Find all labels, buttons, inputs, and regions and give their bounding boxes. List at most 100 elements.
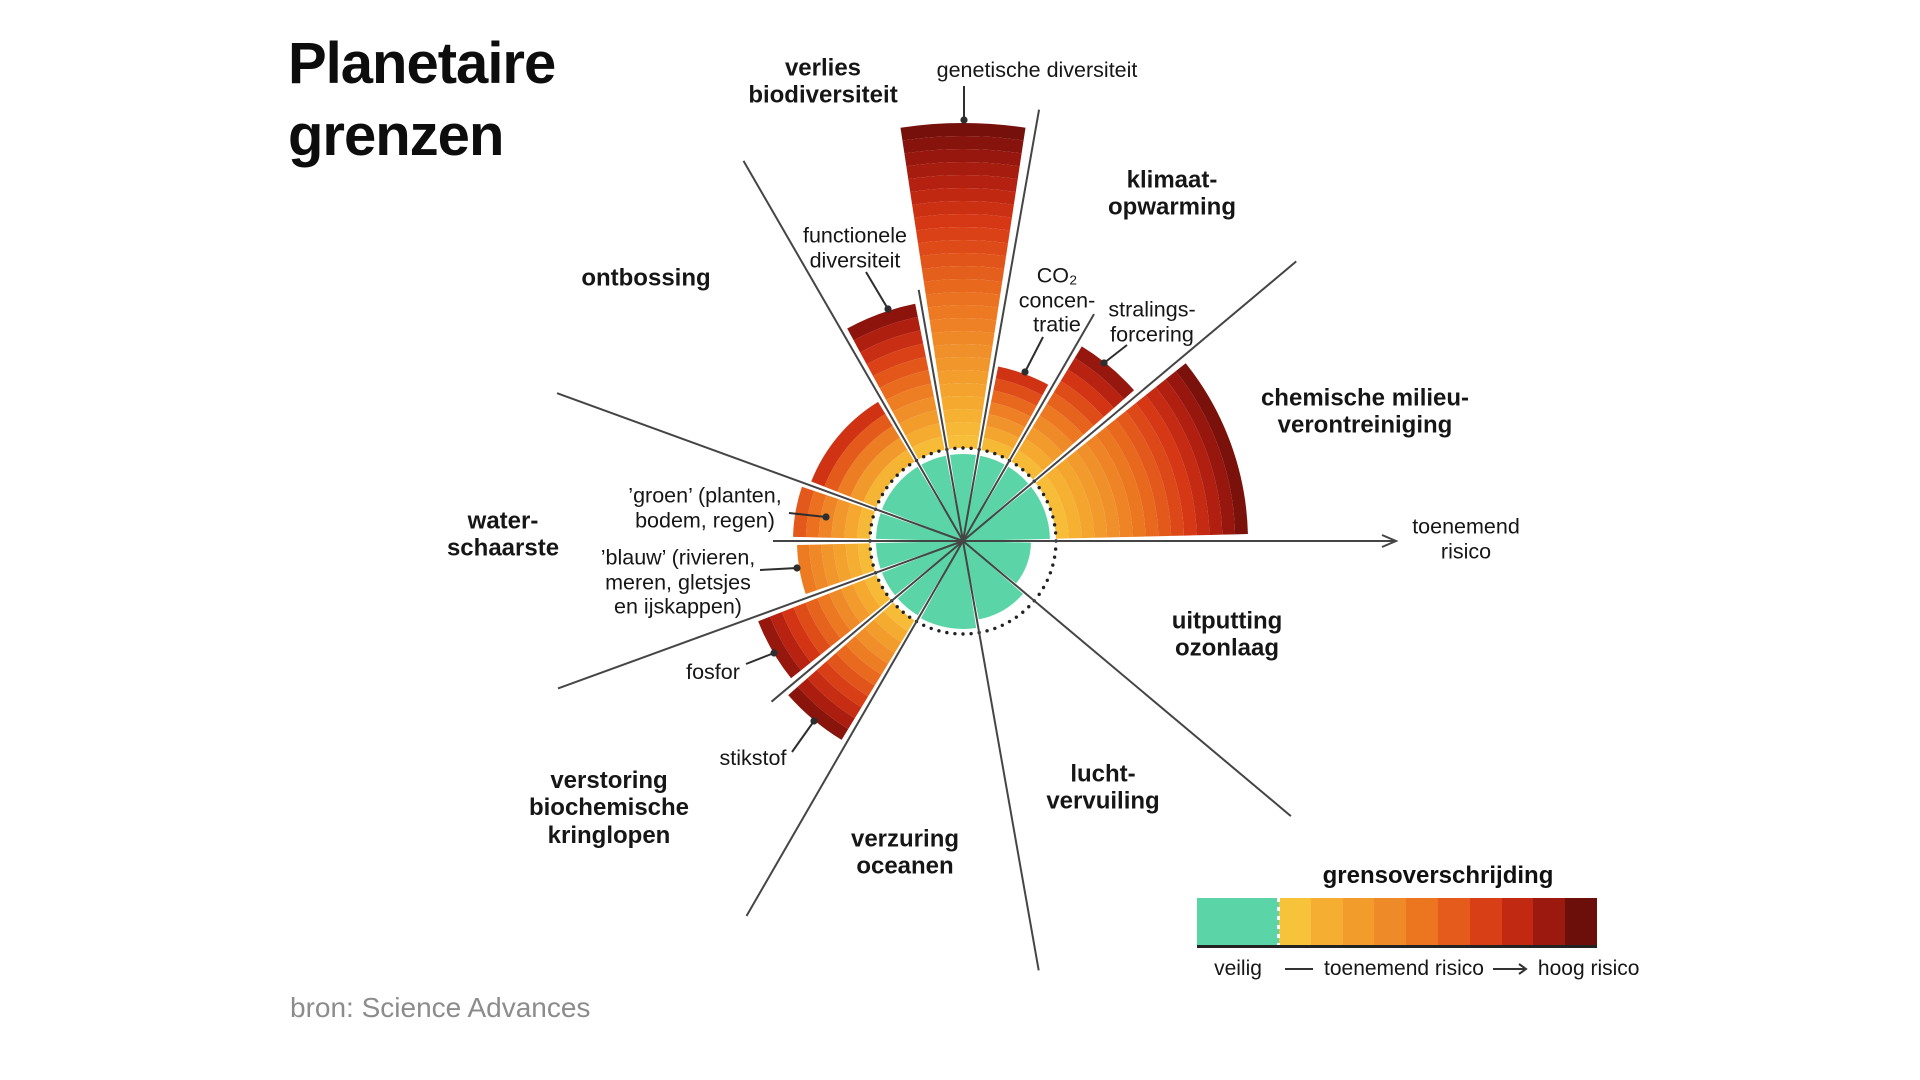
safe-boundary-dot [1051, 563, 1055, 567]
guide-line-80 [962, 109, 1041, 542]
safe-boundary-dot [1014, 615, 1019, 619]
wedge-band-genetische-diversiteit [925, 292, 1001, 308]
safe-boundary-dot [877, 499, 881, 504]
legend-ramp-cell [1469, 898, 1502, 945]
wedge-band-blauw-water [833, 543, 852, 583]
wedge-band-fosfor [781, 607, 821, 663]
safe-boundary-dot [895, 605, 899, 609]
wedge-band-functionele-diversiteit [892, 396, 937, 424]
guide-line-60 [962, 313, 1095, 542]
legend-ramp-cell [1310, 898, 1343, 945]
wedge-band-chemische-milieuverontreiniging [1095, 427, 1146, 537]
safe-boundary-dot [869, 523, 874, 527]
legend-mid-label: toenemend risico [1324, 957, 1484, 980]
pointer-line-stralingsforcering [1103, 344, 1128, 364]
safe-boundary-dot [1051, 515, 1055, 519]
safe-boundary-dot [885, 485, 889, 490]
wedge-band-fosfor [805, 598, 841, 647]
safe-boundary-dot [1041, 585, 1046, 590]
wedge-band-stralingsforcering [1060, 369, 1114, 418]
page-title-line2: grenzen [288, 102, 504, 168]
safe-boundary-dot [985, 449, 989, 453]
wedge-band-genetische-diversiteit [917, 240, 1009, 257]
wedge-band-stikstof [855, 627, 895, 664]
wedge-band-genetische-diversiteit [910, 188, 1016, 205]
wedge-band-stralingsforcering [1053, 380, 1104, 426]
wedge-band-genetische-diversiteit [923, 278, 1003, 295]
pointer-dot-co2-concentratie [1021, 368, 1029, 376]
wedge-band-fosfor [840, 584, 871, 623]
safe-boundary-dot [937, 449, 941, 453]
safe-boundary-dot [1037, 592, 1041, 597]
wedge-band-functionele-diversiteit [905, 423, 942, 448]
wedge-band-fosfor [758, 616, 801, 679]
teal-wedge-stralingsforcering [963, 466, 1029, 541]
wedge-band-stikstof [835, 644, 882, 686]
wedge-band-groen-water [793, 486, 815, 538]
pointer-dot-fosfor [770, 649, 778, 657]
safe-boundary-dot [1014, 463, 1019, 467]
guide-line-200 [557, 540, 964, 690]
wedge-band-chemische-milieuverontreiniging [1175, 363, 1248, 535]
legend-safe-label: veilig [1214, 957, 1262, 980]
legend-ramp-cell [1342, 898, 1375, 945]
safe-boundary-dot [1021, 610, 1025, 614]
teal-wedge-stikstof [897, 541, 963, 616]
label-functionele-diversiteit: functionele diversiteit [803, 223, 907, 273]
label-klimaat-opwarming: klimaat- opwarming [1107, 166, 1237, 221]
safe-boundary-dot [868, 531, 873, 535]
wedge-band-functionele-diversiteit [853, 317, 921, 353]
pointer-dot-groen-water [822, 513, 830, 521]
safe-boundary-dot [993, 626, 997, 631]
wedge-band-genetische-diversiteit [904, 149, 1022, 167]
wedge-band-blauw-water [857, 543, 875, 575]
wedge-band-genetische-diversiteit [941, 396, 985, 411]
safe-boundary-dot [985, 629, 989, 633]
arrow-right-icon [1492, 963, 1528, 975]
wedge-band-stralingsforcering [1011, 450, 1043, 480]
wedge-band-stralingsforcering [1039, 404, 1084, 444]
safe-boundary-dot [1027, 605, 1031, 609]
page-title-line1: Planetaire [288, 31, 556, 96]
safe-boundary-dot [953, 631, 957, 636]
label-stikstof: stikstof [719, 745, 787, 770]
pointer-dot-genetische-diversiteit [960, 116, 968, 124]
safe-boundary-dot [869, 555, 874, 559]
wedge-band-fosfor [769, 612, 811, 671]
safe-boundary-dot [929, 451, 933, 456]
legend-ramp-cell [1279, 898, 1311, 945]
safe-boundary-dot [945, 630, 949, 635]
pointer-line-co2-concentratie [1024, 336, 1044, 373]
wedge-band-chemische-milieuverontreiniging [1135, 395, 1197, 536]
wedge-band-genetische-diversiteit [919, 253, 1007, 270]
label-groen-water: ’groen’ (planten, bodem, regen) [628, 483, 782, 533]
safe-boundary-dot [1000, 455, 1005, 459]
wedge-band-co2-concentratie [983, 426, 1020, 449]
safe-boundary-dot [1021, 468, 1025, 472]
pointer-line-blauw-water [759, 567, 798, 571]
wedge-band-functionele-diversiteit [899, 410, 940, 436]
guide-line-220 [770, 540, 964, 703]
wedge-band-stikstof [826, 653, 875, 697]
safe-boundary-dot [901, 468, 905, 472]
wedge-band-chemische-milieuverontreiniging [1125, 403, 1184, 536]
safe-boundary-dot [1052, 555, 1057, 559]
wedge-band-stikstof [883, 602, 915, 632]
legend-high-label: hoog risico [1537, 957, 1640, 980]
wedge-band-groen-water [844, 503, 863, 539]
wedge-band-ontbossing [837, 425, 900, 497]
legend-title: grensoverschrijding [1322, 862, 1554, 889]
wedge-band-functionele-diversiteit [886, 383, 934, 412]
wedge-band-functionele-diversiteit [879, 370, 932, 400]
safe-boundary-dot [877, 578, 881, 583]
label-blauw-water: ’blauw’ (rivieren, meren, gletsjes en ij… [600, 545, 756, 619]
wedge-band-chemische-milieuverontreiniging [1045, 467, 1082, 539]
teal-wedge-fosfor [881, 541, 963, 596]
wedge-band-stralingsforcering [1046, 392, 1094, 435]
wedge-band-stikstof [807, 669, 862, 719]
safe-boundary-dot [890, 479, 894, 483]
teal-wedge-genetische-diversiteit [949, 454, 977, 541]
wedge-band-stikstof [845, 636, 889, 675]
safe-boundary-dot [937, 629, 941, 633]
